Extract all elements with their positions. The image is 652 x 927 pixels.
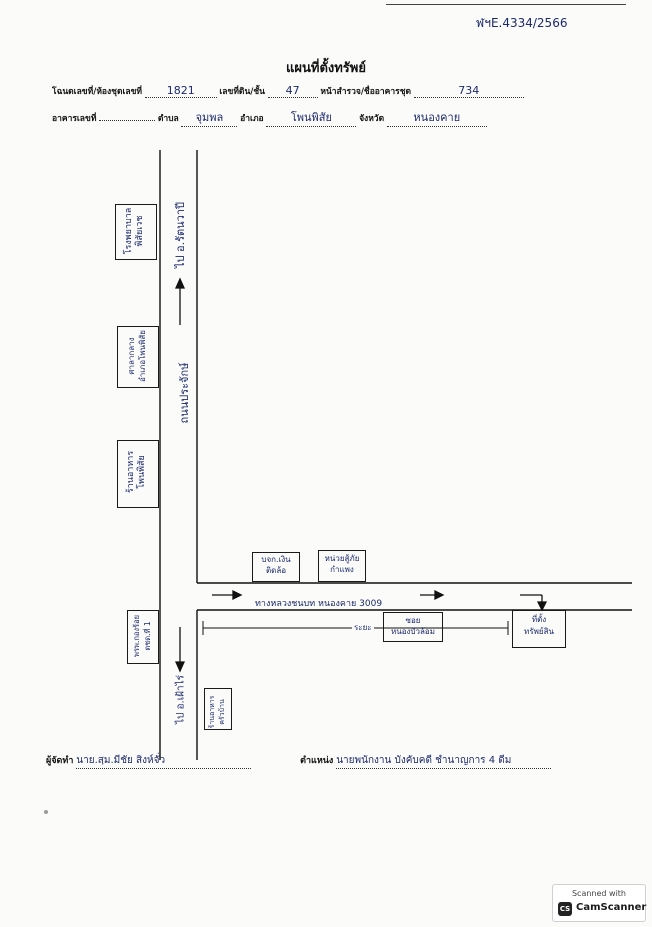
direction-south-label: ไป อ.เฝ้าไร่ xyxy=(175,674,187,725)
landmark-rescue-text: หน่วยสู้ภัยกำแพง xyxy=(324,554,360,574)
scanner-badge-caption: Scanned with xyxy=(571,889,627,898)
position-value: นายพนักงาน บังคับคดี ชำนาญการ 4 ดีม xyxy=(336,753,552,769)
building-label: อาคารเลขที่ xyxy=(52,114,97,124)
landmark-district-office-text: ศาลากลางอำเภอโพนพิสัย xyxy=(127,330,147,382)
landmark-hospital-text: โรงพยาบาลพิสัยเวช xyxy=(124,207,145,255)
landmark-kitchen-box xyxy=(204,688,232,730)
ink-dot xyxy=(44,810,48,814)
header-rule xyxy=(386,4,626,5)
form-row-location: อาคารเลขที่ ตำบล จุมพล อำเภอ โพนพิสัย จั… xyxy=(52,108,487,127)
district-label: อำเภอ xyxy=(240,114,264,124)
drawn-by-label: ผู้จัดทำ xyxy=(46,756,74,766)
reference-number: ฬฯE.4334/2566 xyxy=(476,16,568,30)
landmark-soi-box xyxy=(383,612,443,642)
side-road-label: ทางหลวงชนบท หนองคาย 3009 xyxy=(255,599,383,609)
province-value: หนองคาย xyxy=(386,108,487,127)
property-location-text: ที่ตั้งทรัพย์สิน xyxy=(524,615,554,636)
landmark-restaurant-box xyxy=(117,440,159,508)
direction-north-label: ไป อ.รัตนวาปี xyxy=(174,201,187,269)
land-no-value: 47 xyxy=(267,84,318,98)
form-row-deed: โฉนดเลขที่/ห้องชุดเลขที่ 1821 เลขที่ดิน/… xyxy=(52,84,524,98)
landmark-rescue-box xyxy=(318,550,366,582)
subdistrict-value: จุมพล xyxy=(181,108,238,127)
survey-page-label: หน้าสำรวจ/ชื่ออาคารชุด xyxy=(320,87,411,97)
deed-label: โฉนดเลขที่/ห้องชุดเลขที่ xyxy=(52,87,142,97)
distance-label: ระยะ xyxy=(352,621,374,634)
landmark-kitchen-text: ร้านอาหารครัวบ้าน xyxy=(208,695,226,729)
building-value xyxy=(99,120,156,121)
landmark-finance-text: บจก.เงินติดล้อ xyxy=(261,555,291,575)
subdistrict-label: ตำบล xyxy=(157,114,179,124)
landmark-police-box xyxy=(127,610,159,664)
scanner-badge-name: CamScanner xyxy=(576,902,647,913)
landmark-police-text: พรพ.กองร้อยตชด.ที่ 1 xyxy=(132,615,152,657)
landmark-district-office-box xyxy=(117,326,159,388)
signature-row: ผู้จัดทำ นาย.สฺม.มีชัย สิงห์จั่ว ตำแหน่ง… xyxy=(46,753,552,769)
district-value: โพนพิสัย xyxy=(266,108,357,127)
landmark-soi-text: ซอยหนองบัวล้อม xyxy=(390,616,435,636)
land-no-label: เลขที่ดิน/ชั้น xyxy=(219,87,265,97)
deed-value: 1821 xyxy=(144,84,217,98)
province-label: จังหวัด xyxy=(359,114,385,124)
landmark-finance-box xyxy=(252,552,300,582)
drawn-by-value: นาย.สฺม.มีชัย สิงห์จั่ว xyxy=(76,753,252,769)
landmark-restaurant-text: ร้านอาหารโพนพิสัย xyxy=(126,450,147,494)
position-label: ตำแหน่ง xyxy=(300,756,334,766)
camscanner-logo-icon: CS xyxy=(558,902,572,916)
scanner-badge: Scanned with CS CamScanner xyxy=(552,884,646,922)
survey-page-value: 734 xyxy=(413,84,524,98)
main-road-label: ถนนประจักษ์ xyxy=(178,362,191,424)
page-title: แผนที่ตั้งทรัพย์ xyxy=(286,61,366,76)
landmark-hospital-box xyxy=(115,204,157,260)
property-location-box xyxy=(512,610,566,648)
